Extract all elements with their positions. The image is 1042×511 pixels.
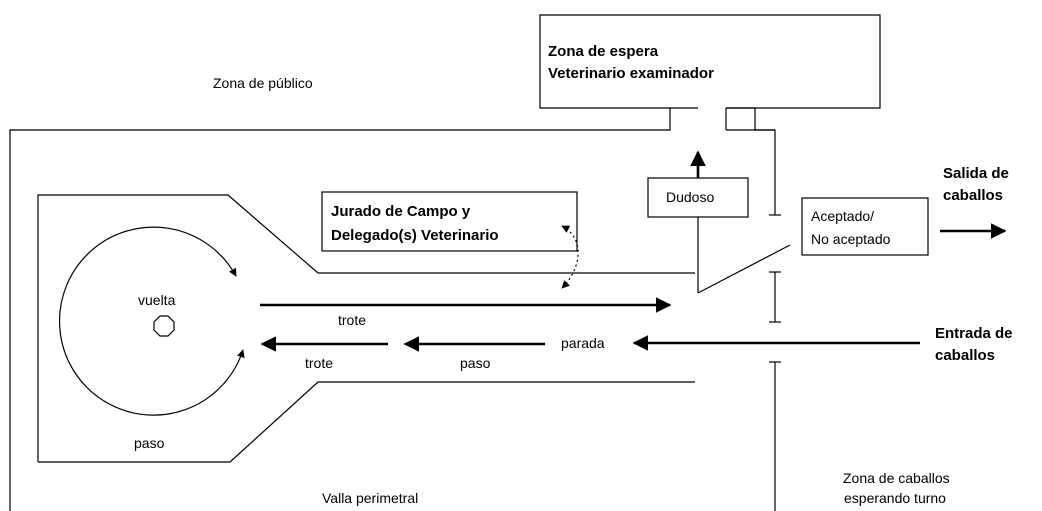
label-vuelta: vuelta [138,292,176,308]
label-entrada-1: Entrada de [935,325,1013,342]
inner-track-bottom [38,381,695,463]
label-salida-1: Salida de [943,165,1009,182]
jurado-observation-arrow [561,225,579,289]
label-paso-circle: paso [134,435,165,451]
label-dudoso: Dudoso [666,189,714,205]
label-zona-espera-1: Zona de espera [548,43,659,60]
inner-track-top [37,194,695,462]
label-entrada-2: caballos [935,347,995,364]
label-valla: Valla perimetral [322,490,418,506]
perimeter-fence [9,107,776,511]
label-trote-top: trote [338,312,366,328]
label-zona-espera-2: Veterinario examinador [548,65,714,82]
jurado-box [321,191,578,252]
center-post-icon [153,315,175,337]
label-parada: parada [561,335,605,351]
label-jurado-1: Jurado de Campo y [331,203,471,220]
label-zona-caballos-2: esperando turno [844,490,946,506]
label-zona-caballos-1: Zona de caballos [843,470,950,486]
label-aceptado-2: No aceptado [811,231,891,247]
waiting-zone-box [539,14,881,109]
label-aceptado-1: Aceptado/ [811,208,874,224]
label-paso-bottom: paso [460,355,491,371]
diverter-diagonal [697,244,791,294]
label-trote-bottom: trote [305,355,333,371]
label-zona-publico: Zona de público [213,75,313,91]
label-salida-2: caballos [943,187,1003,204]
label-jurado-2: Delegado(s) Veterinario [331,227,499,244]
vuelta-arc [58,226,245,416]
aceptado-box [801,197,929,256]
